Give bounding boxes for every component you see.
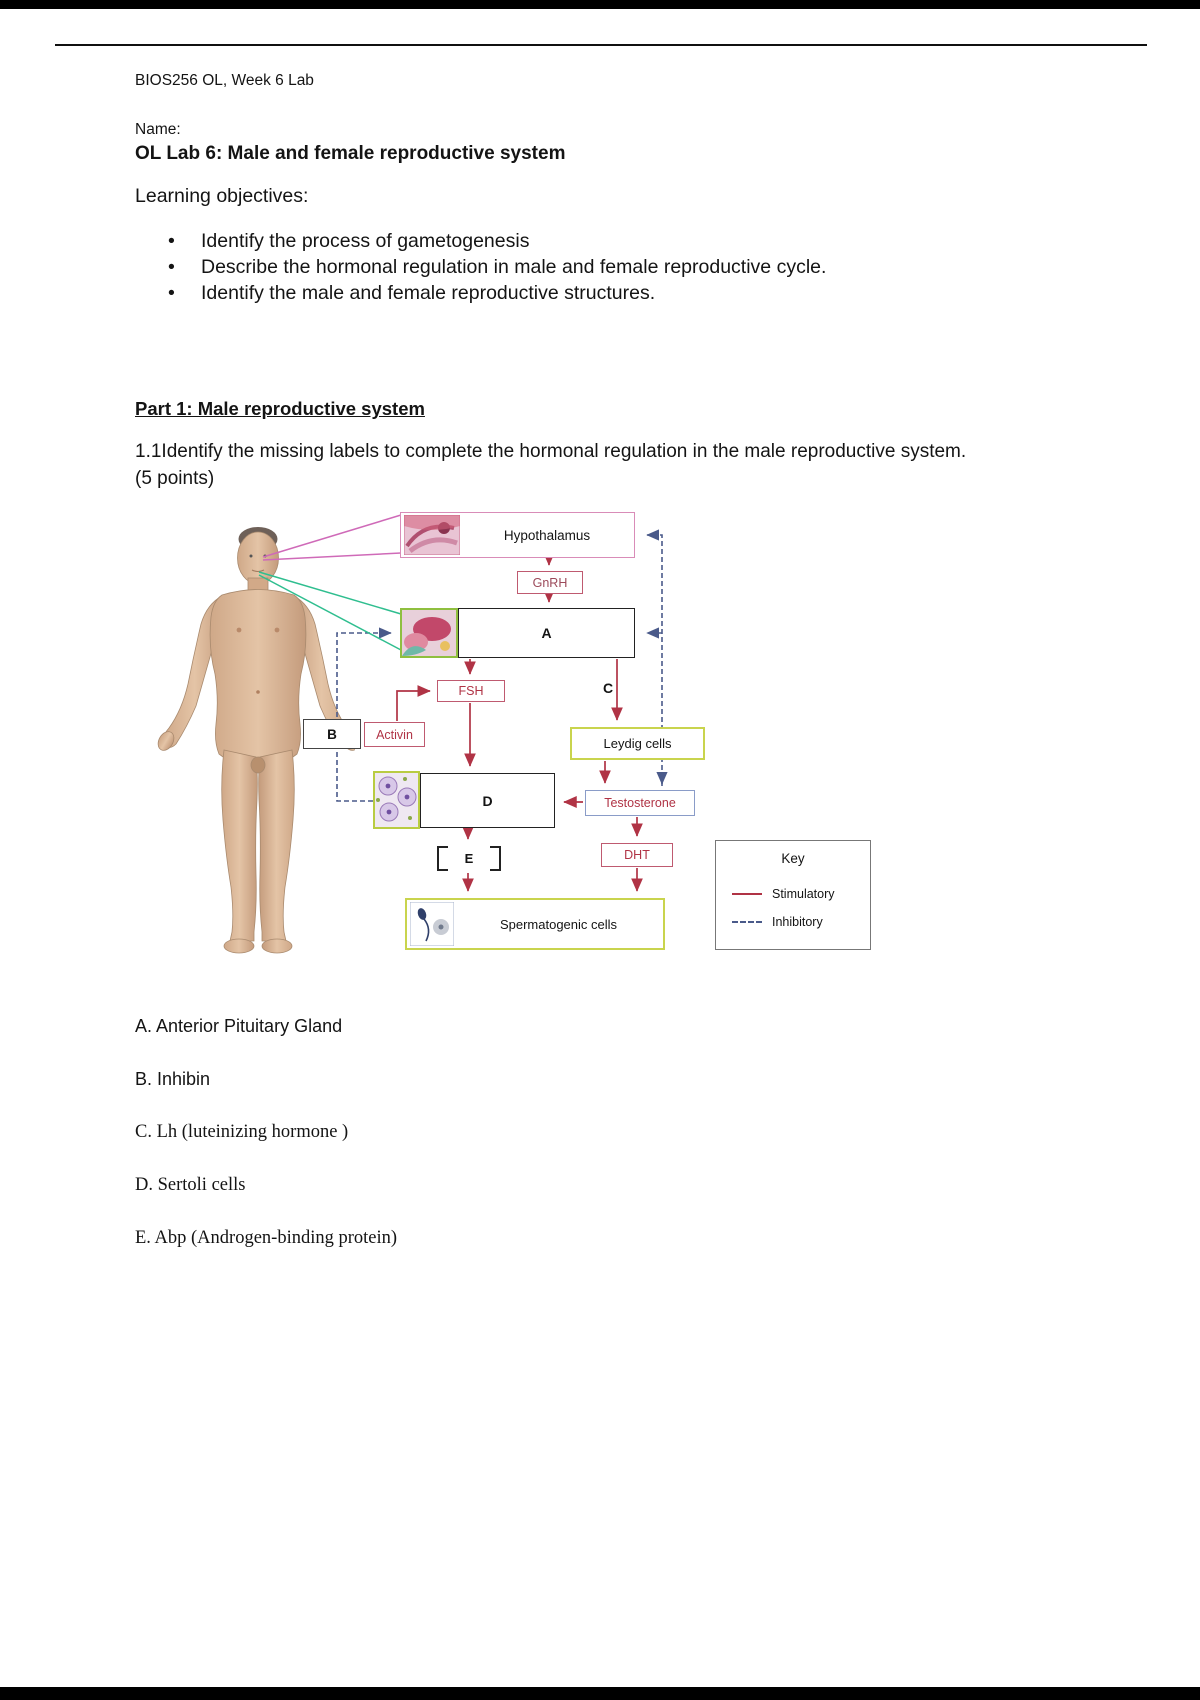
box-gnrh: GnRH [517,571,583,594]
header-rule [55,44,1147,46]
testis-tissue-thumbnail-image [375,773,418,827]
pituitary-thumbnail-image [402,610,456,656]
objective-text: Identify the process of gametogenesis [201,230,530,252]
box-testosterone: Testosterone [585,790,695,816]
box-fsh: FSH [437,680,505,702]
page-top-edge [0,0,1200,9]
page-bottom-edge [0,1687,1200,1700]
box-leydig-cells: Leydig cells [570,727,705,760]
objective-item: Identify the process of gametogenesis [168,228,868,254]
hypothalamus-thumbnail [404,515,460,555]
sperm-thumbnail [410,902,454,946]
key-stimulatory-label: Stimulatory [772,887,835,901]
objectives-heading: Learning objectives: [135,185,309,207]
key-box: Key Stimulatory Inhibitory [715,840,871,950]
box-activin: Activin [364,722,425,747]
bullet-marker [168,280,201,306]
answer-a: A. Anterior Pituitary Gland [135,1016,343,1036]
box-dht: DHT [601,843,673,867]
objective-item: Identify the male and female reproductiv… [168,280,868,306]
box-e-abp: E [437,845,501,872]
activin-label: Activin [376,727,413,742]
label-c: C [603,680,614,696]
inhibitory-line-sample [732,921,762,923]
answers-list: A. Anterior Pituitary Gland B. Inhibin C… [135,1016,397,1281]
course-header: BIOS256 OL, Week 6 Lab [135,72,314,89]
part1-heading: Part 1: Male reproductive system [135,398,425,419]
pituitary-thumbnail [400,608,458,658]
question-text: 1.1Identify the missing labels to comple… [135,441,967,489]
bullet-marker [168,254,201,280]
answer-c: C. Lh (luteinizing hormone ) [135,1122,349,1142]
key-inhibitory-row: Inhibitory [732,915,823,929]
box-d-sertoli-cells: D [420,773,555,828]
box-hypothalamus: Hypothalamus [400,512,635,558]
key-title: Key [781,851,805,866]
fsh-label: FSH [458,684,484,698]
key-inhibitory-label: Inhibitory [772,915,823,929]
key-stimulatory-row: Stimulatory [732,887,835,901]
hypothalamus-label: Hypothalamus [503,527,591,543]
testosterone-label: Testosterone [604,796,676,810]
box-b-inhibin: B [303,719,361,749]
answer-e: E. Abp (Androgen-binding protein) [135,1228,398,1248]
spermatogenic-cells-label: Spermatogenic cells [499,916,618,932]
leydig-cells-label: Leydig cells [603,736,672,751]
bullet-marker [168,228,201,254]
objectives-list: Identify the process of gametogenesis De… [168,228,868,306]
objective-text: Describe the hormonal regulation in male… [201,256,827,278]
box-a-anterior-pituitary: A [458,608,635,658]
lab-title: OL Lab 6: Male and female reproductive s… [135,143,566,164]
stimulatory-line-sample [732,893,762,895]
answer-b: B. Inhibin [135,1069,211,1089]
label-b: B [327,726,337,742]
label-d: D [482,792,493,809]
name-label: Name: [135,121,181,138]
objective-item: Describe the hormonal regulation in male… [168,254,868,280]
bracket-left [437,846,448,871]
gnrh-label: GnRH [532,575,568,590]
dht-label: DHT [624,848,650,862]
label-e: E [464,851,474,866]
testis-tissue-thumbnail [373,771,420,829]
answer-d: D. Sertoli cells [135,1175,246,1195]
box-spermatogenic-cells: Spermatogenic cells [405,898,665,950]
bracket-right [489,846,501,871]
label-a: A [541,625,552,641]
objective-text: Identify the male and female reproductiv… [201,282,656,304]
